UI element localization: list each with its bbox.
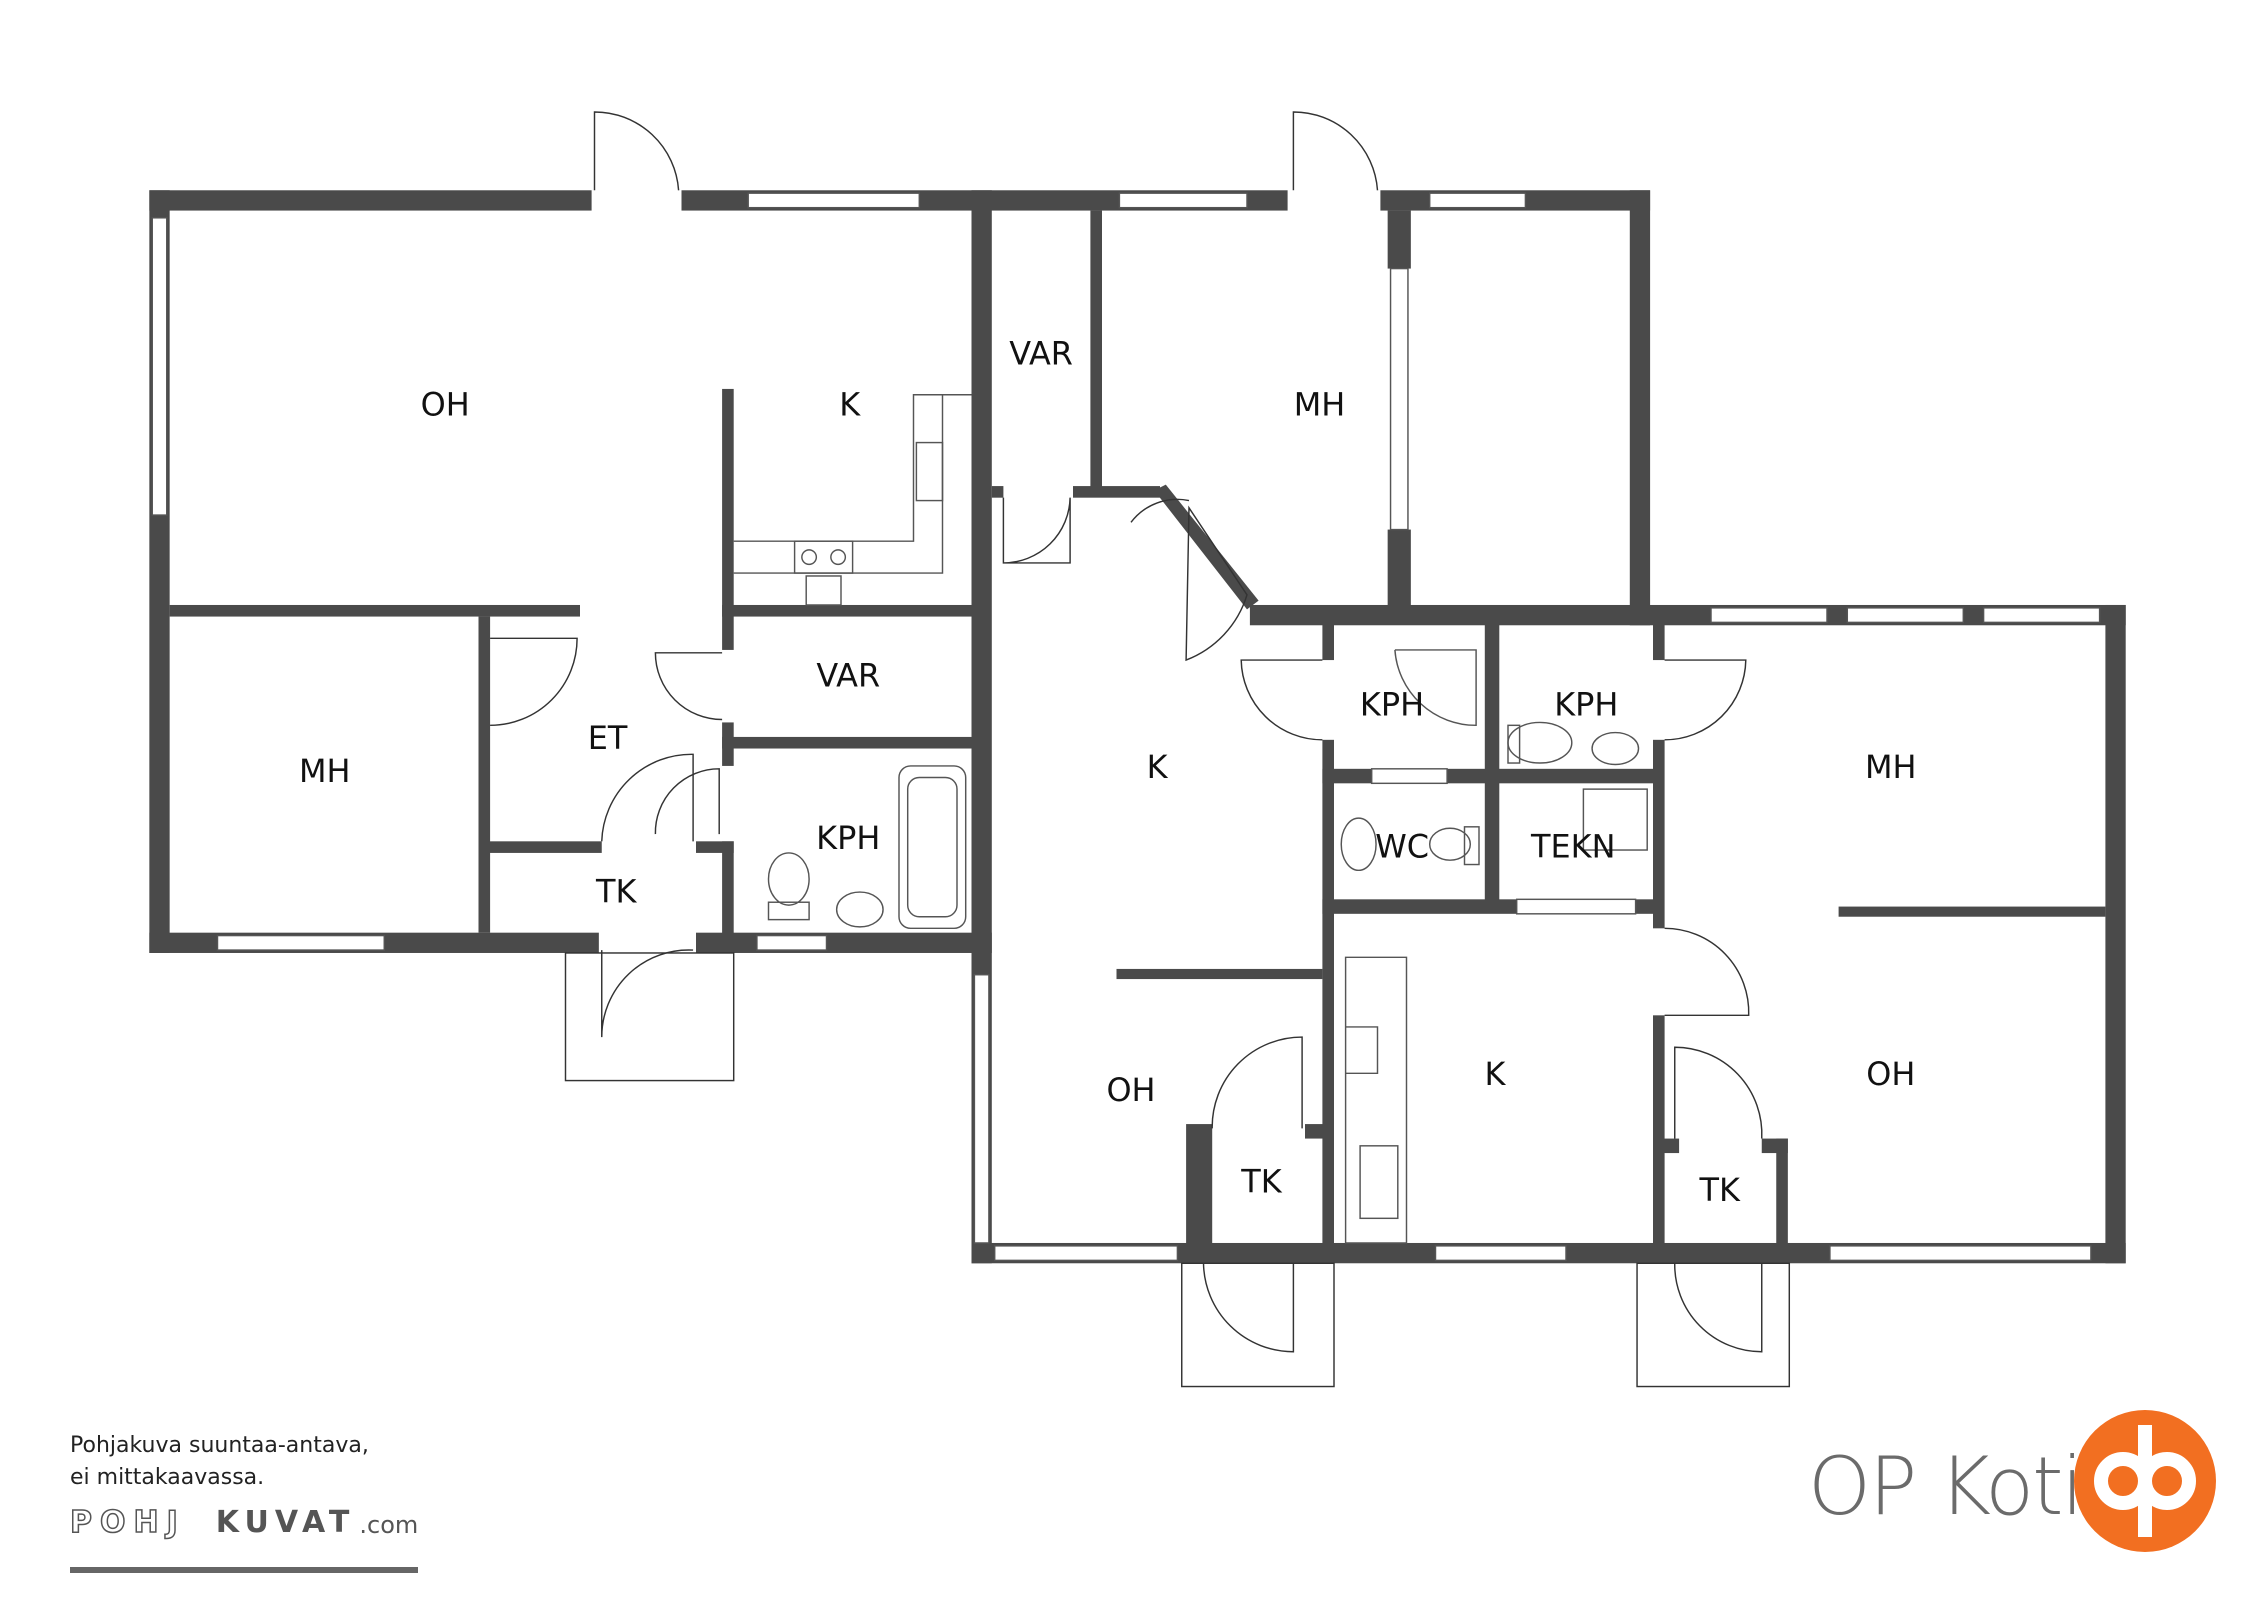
logo-part-3: .com: [359, 1511, 419, 1539]
room-label: OH: [1866, 1055, 1915, 1093]
room-label: VAR: [1009, 335, 1073, 373]
room-label: TEKN: [1530, 828, 1615, 866]
pohjakuvat-logo: POHJ KUVAT .com: [69, 1504, 419, 1573]
room-label: MH: [1865, 748, 1917, 786]
logo-part-1: POHJ: [69, 1504, 186, 1541]
brand-name: OP Koti: [1808, 1440, 2084, 1533]
room-label: KPH: [816, 819, 880, 857]
op-logo-icon: [2074, 1410, 2216, 1552]
room-label: OH: [421, 385, 470, 423]
room-label: WC: [1375, 828, 1429, 866]
note-line-2: ei mittakaavassa.: [70, 1465, 265, 1490]
logo-underline: [70, 1567, 419, 1573]
room-label: ET: [588, 719, 628, 757]
room-label: K: [1484, 1055, 1506, 1093]
logo-part-2: KUVAT: [215, 1505, 356, 1540]
room-label: K: [1147, 748, 1169, 786]
room-label: OH: [1106, 1071, 1155, 1109]
room-label: TK: [1698, 1171, 1740, 1209]
windows: [151, 192, 2101, 1262]
room-label: TK: [1240, 1163, 1282, 1201]
room-label: MH: [299, 752, 351, 790]
room-label: KPH: [1360, 685, 1424, 723]
note-line-1: Pohjakuva suuntaa-antava,: [70, 1433, 369, 1458]
disclaimer-note: Pohjakuva suuntaa-antava, ei mittakaavas…: [70, 1430, 369, 1494]
room-label: VAR: [816, 656, 880, 694]
room-label: TK: [595, 873, 637, 911]
fixtures: [733, 394, 1648, 1244]
doors: [490, 111, 1791, 1388]
room-label: KPH: [1554, 685, 1618, 723]
room-label: K: [839, 385, 861, 423]
room-labels: OH K MH ET VAR KPH TK VAR MH K OH TK KPH…: [299, 335, 1917, 1210]
room-label: MH: [1294, 385, 1346, 423]
